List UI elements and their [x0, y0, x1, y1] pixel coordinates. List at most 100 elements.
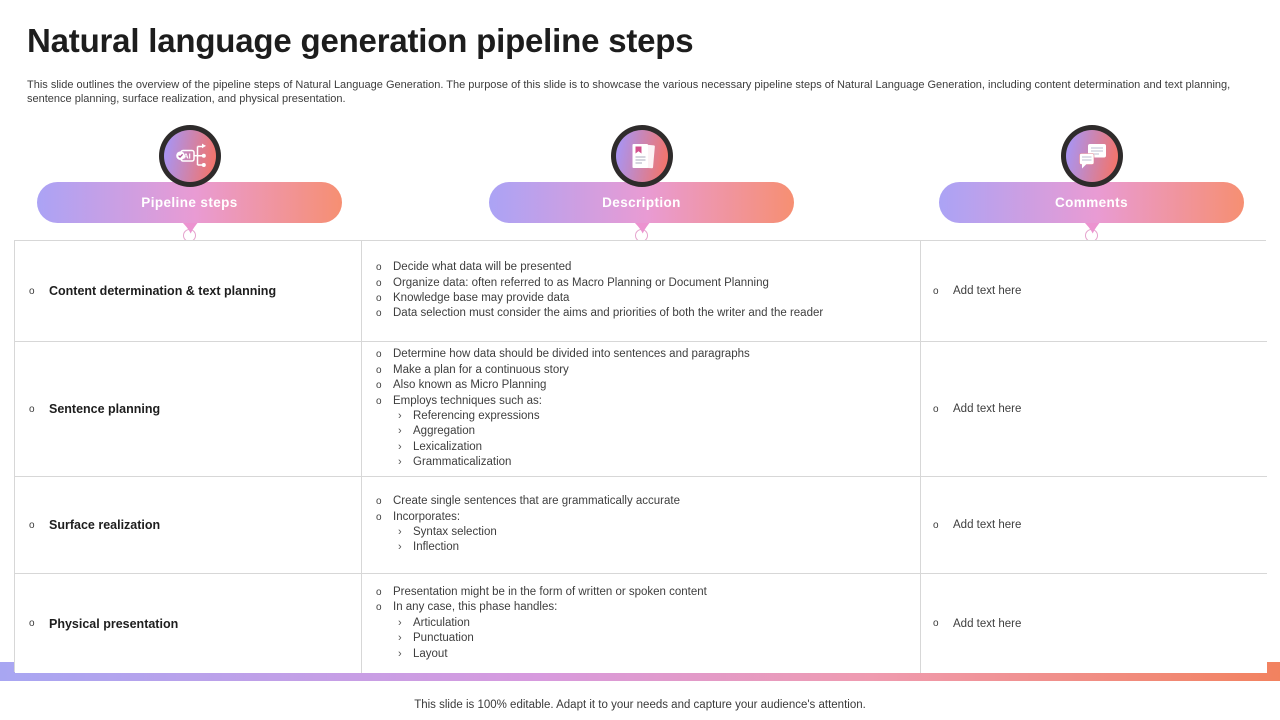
bullet-marker: o: [376, 364, 382, 376]
ai-network-icon: AI: [163, 130, 216, 182]
description-text: Referencing expressions: [413, 410, 540, 422]
description-item: › Layout: [374, 647, 912, 662]
bullet-marker: ›: [398, 632, 402, 645]
description-item: › Articulation: [374, 616, 912, 631]
description-item: o Knowledge base may provide data: [374, 291, 912, 306]
bullet-marker: o: [29, 618, 35, 629]
description-text: Incorporates:: [393, 510, 461, 523]
description-item: o Determine how data should be divided in…: [374, 347, 912, 362]
description-text: Layout: [413, 647, 448, 660]
description-item: › Referencing expressions: [374, 409, 912, 424]
bullet-marker: o: [376, 511, 382, 523]
bullet-marker: o: [376, 293, 382, 304]
comments-icon: [1065, 130, 1118, 182]
description-item: o Create single sentences that are gramma…: [374, 494, 912, 509]
description-text: Decide what data will be presented: [393, 261, 572, 274]
slide-subtitle: This slide outlines the overview of the …: [27, 79, 1231, 105]
comment-placeholder[interactable]: Add text here: [953, 519, 1022, 531]
step-cell: o Content determination & text planning: [15, 241, 362, 342]
bullet-marker: ›: [398, 425, 402, 438]
comment-placeholder[interactable]: Add text here: [953, 617, 1022, 630]
column-label: Comments: [1055, 195, 1128, 210]
description-text: Punctuation: [413, 632, 474, 645]
step-cell: o Physical presentation: [15, 574, 362, 673]
bullet-marker: ›: [398, 410, 402, 422]
bullet-marker: o: [376, 586, 382, 598]
description-item: › Syntax selection: [374, 525, 912, 540]
pointer-shape: [179, 220, 200, 234]
comment-placeholder[interactable]: Add text here: [953, 403, 1022, 415]
description-item: ›Grammaticalization: [374, 455, 912, 470]
comment-cell: o Add text here: [921, 342, 1267, 477]
step-label: Physical presentation: [49, 616, 179, 631]
description-text: Aggregation: [413, 425, 476, 438]
description-text: Syntax selection: [413, 526, 497, 538]
bullet-marker: ›: [398, 526, 402, 538]
description-text: Make a plan for a continuous story: [393, 363, 569, 376]
description-text: Knowledge base may provide data: [393, 292, 570, 304]
description-item: o Organize data: often referred to as Mac…: [374, 276, 912, 291]
bullet-marker: o: [376, 496, 382, 508]
bullet-marker: o: [376, 602, 382, 614]
footer-note: This slide is 100% editable. Adapt it to…: [414, 699, 866, 711]
bullet-marker: o: [376, 395, 382, 407]
bullet-marker: o: [933, 285, 939, 297]
comment-cell: o Add text here: [921, 241, 1267, 342]
step-label: Content determination & text planning: [49, 284, 277, 298]
bullet-marker: o: [376, 262, 382, 274]
bullet-marker: ›: [398, 647, 402, 660]
bullet-marker: o: [29, 403, 35, 415]
bullet-marker: o: [933, 618, 939, 629]
description-text: Inflection: [413, 541, 460, 554]
description-cell: o Determine how data should be divided in…: [362, 342, 921, 477]
comment-placeholder[interactable]: Add text here: [953, 285, 1022, 297]
bullet-marker: ›: [398, 456, 402, 469]
bullet-marker: o: [933, 403, 939, 415]
description-text: Employs techniques such as:: [393, 394, 542, 407]
bullet-marker: ›: [398, 616, 402, 629]
description-item: o Employs techniques such as:: [374, 394, 912, 409]
bullet-marker: o: [376, 277, 382, 289]
column-label: Description: [602, 195, 681, 210]
column-header-description: Description: [489, 125, 794, 243]
column-pill: Comments: [939, 182, 1244, 223]
description-text: Articulation: [413, 616, 470, 629]
step-cell: o Sentence planning: [15, 342, 362, 477]
column-header-comments: Comments: [939, 125, 1244, 243]
pointer-shape: [631, 220, 652, 234]
description-item: o Incorporates:: [374, 510, 912, 525]
column-label: Pipeline steps: [141, 195, 238, 210]
bullet-marker: ›: [398, 440, 402, 453]
column-pill: Pipeline steps: [37, 182, 342, 223]
comment-cell: o Add text here: [921, 574, 1267, 673]
description-text: Determine how data should be divided int…: [393, 348, 750, 361]
step-label: Sentence planning: [49, 402, 161, 416]
description-item: o Make a plan for a continuous story: [374, 363, 912, 378]
description-item: o Decide what data will be presented: [374, 260, 912, 275]
document-icon: [615, 130, 668, 182]
bullet-marker: o: [376, 349, 382, 361]
description-text: Organize data: often referred to as Macr…: [393, 276, 769, 289]
description-item: o In any case, this phase handles:: [374, 600, 912, 615]
column-icon-badge: [610, 125, 673, 187]
bullet-marker: o: [29, 519, 35, 531]
column-header-pipeline-steps: Pipeline steps AI: [37, 125, 342, 243]
svg-text:AI: AI: [183, 152, 191, 161]
description-text: Data selection must consider the aims an…: [393, 307, 824, 320]
bullet-marker: o: [29, 285, 35, 297]
description-cell: o Create single sentences that are gramma…: [362, 477, 921, 574]
description-text: Create single sentences that are grammat…: [393, 495, 681, 508]
description-text: In any case, this phase handles:: [393, 601, 558, 614]
description-list: o Create single sentences that are gramma…: [374, 494, 912, 556]
description-text: Also known as Micro Planning: [393, 379, 547, 392]
